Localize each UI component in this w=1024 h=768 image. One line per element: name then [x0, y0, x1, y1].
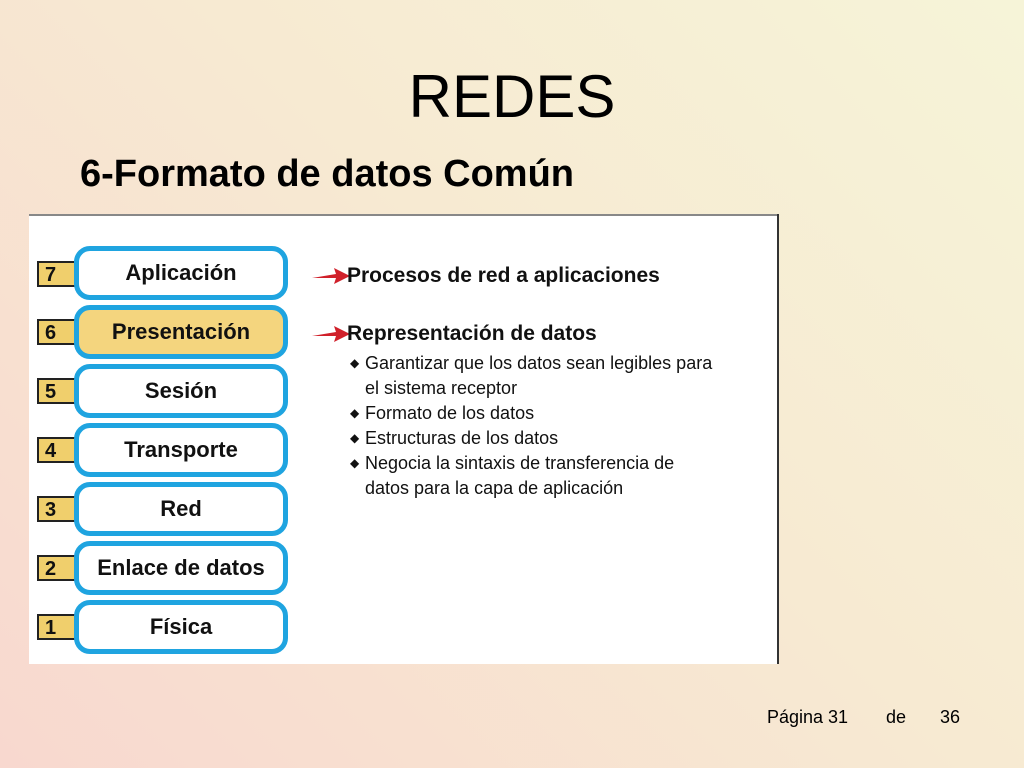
application-description: Procesos de red a aplicaciones	[347, 264, 660, 287]
bullet-diamond-icon: ◆	[350, 431, 360, 445]
layer-number-4: 4	[37, 437, 79, 463]
bullet-diamond-icon: ◆	[350, 356, 360, 370]
arrow-right-icon	[312, 268, 350, 284]
slide-subtitle: 6-Formato de datos Común	[80, 153, 575, 195]
layer-box-application: Aplicación	[74, 246, 288, 300]
layer-box-presentation: Presentación	[74, 305, 288, 359]
layer-box-data-link: Enlace de datos	[74, 541, 288, 595]
bullet-diamond-icon: ◆	[350, 456, 360, 470]
layer-number-3: 3	[37, 496, 79, 522]
slide-title: REDES	[408, 63, 616, 130]
layer-box-network: Red	[74, 482, 288, 536]
presentation-description: Representación de datos	[347, 322, 597, 345]
footer-of-label: de	[886, 707, 907, 727]
layer-number-2: 2	[37, 555, 79, 581]
footer-total-pages: 36	[940, 707, 961, 727]
list-item: ◆ Negocia la sintaxis de transferencia d…	[350, 453, 675, 498]
layer-box-transport: Transporte	[74, 423, 288, 477]
arrow-right-icon	[312, 326, 350, 342]
layer-number-6: 6	[37, 319, 79, 345]
osi-diagram: 7 Aplicación 6 Presentación 5 Sesión 4 T…	[29, 214, 779, 664]
presentation-bullet-list: ◆ Garantizar que los datos sean legibles…	[348, 351, 778, 501]
list-item: ◆ Formato de los datos	[348, 401, 778, 426]
layer-number-7: 7	[37, 261, 79, 287]
footer-page-label: Página 31	[767, 707, 849, 727]
layer-box-session: Sesión	[74, 364, 288, 418]
layer-number-5: 5	[37, 378, 79, 404]
list-item: ◆ Estructuras de los datos	[348, 426, 778, 451]
layer-number-1: 1	[37, 614, 79, 640]
layer-box-physical: Física	[74, 600, 288, 654]
list-item: ◆ Garantizar que los datos sean legibles…	[350, 353, 713, 398]
panel-top-border	[29, 214, 777, 216]
bullet-diamond-icon: ◆	[350, 406, 360, 420]
